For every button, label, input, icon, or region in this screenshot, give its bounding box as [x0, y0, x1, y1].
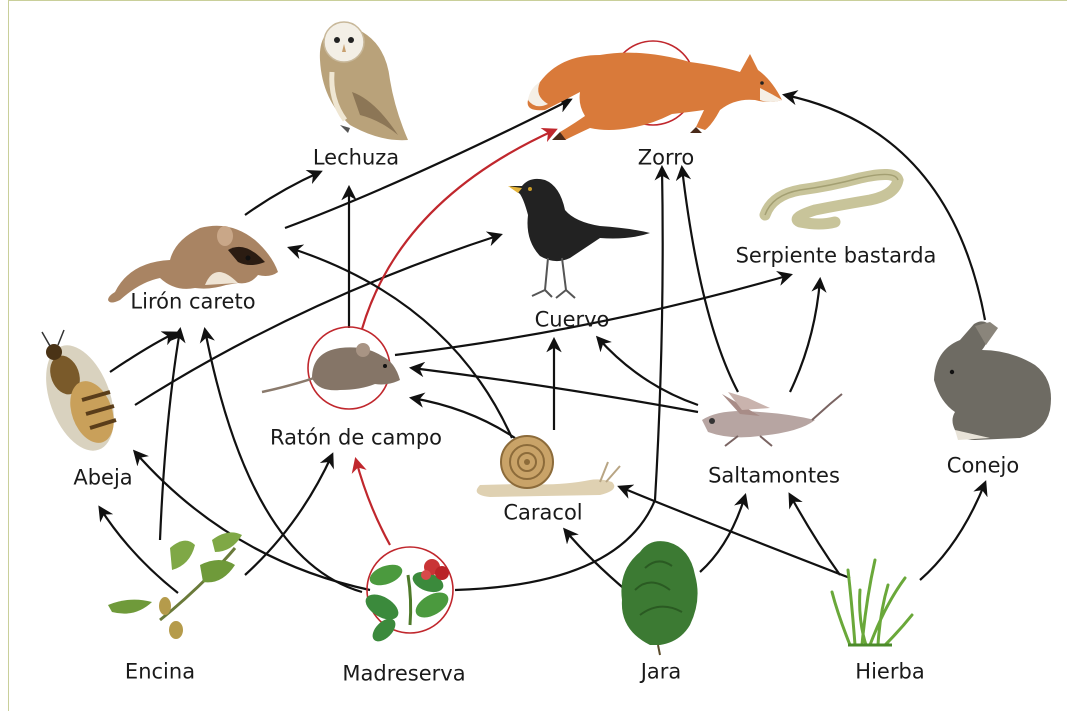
label-zorro: Zorro [638, 148, 695, 169]
label-liron-careto: Lirón careto [130, 292, 255, 313]
arrow-saltamontes-to-cuervo [598, 338, 698, 405]
label-cuervo: Cuervo [535, 310, 610, 331]
arrow-hierba-to-saltamontes [790, 495, 840, 575]
rockrose-shrub-icon [621, 541, 697, 655]
blackbird-icon [508, 179, 650, 298]
label-saltamontes: Saltamontes [708, 466, 840, 487]
grasshopper-icon [702, 392, 842, 446]
arrow-saltamontes-to-serpiente [790, 280, 820, 392]
bee-icon [33, 330, 127, 460]
arrow-hierba-to-conejo [920, 483, 985, 580]
label-serpiente-bastarda: Serpiente bastarda [736, 246, 937, 267]
rabbit-icon [934, 321, 1051, 440]
arrow-encina-to-liron [160, 330, 180, 540]
label-lechuza: Lechuza [313, 148, 399, 169]
owl-icon [320, 22, 408, 140]
label-madreserva: Madreserva [342, 664, 465, 685]
arrow-saltamontes-to-zorro [682, 168, 738, 392]
snake-icon [765, 174, 898, 224]
mouse-icon [262, 343, 400, 392]
fox-icon [528, 53, 782, 140]
oak-branch-icon [108, 532, 242, 639]
arrow-abeja-to-liron [110, 333, 175, 372]
arrow-madreserva-to-raton [356, 460, 390, 545]
arrow-encina-to-raton [245, 455, 332, 575]
label-caracol: Caracol [503, 503, 582, 524]
arrow-liron-to-lechuza [245, 172, 320, 215]
label-jara: Jara [641, 662, 682, 683]
label-raton-de-campo: Ratón de campo [270, 428, 442, 449]
arrow-encina-to-abeja [100, 508, 178, 593]
label-hierba: Hierba [855, 662, 924, 683]
grass-icon [832, 560, 912, 645]
snail-icon [477, 436, 620, 497]
label-conejo: Conejo [947, 456, 1019, 477]
label-abeja: Abeja [73, 468, 132, 489]
label-encina: Encina [125, 662, 195, 683]
